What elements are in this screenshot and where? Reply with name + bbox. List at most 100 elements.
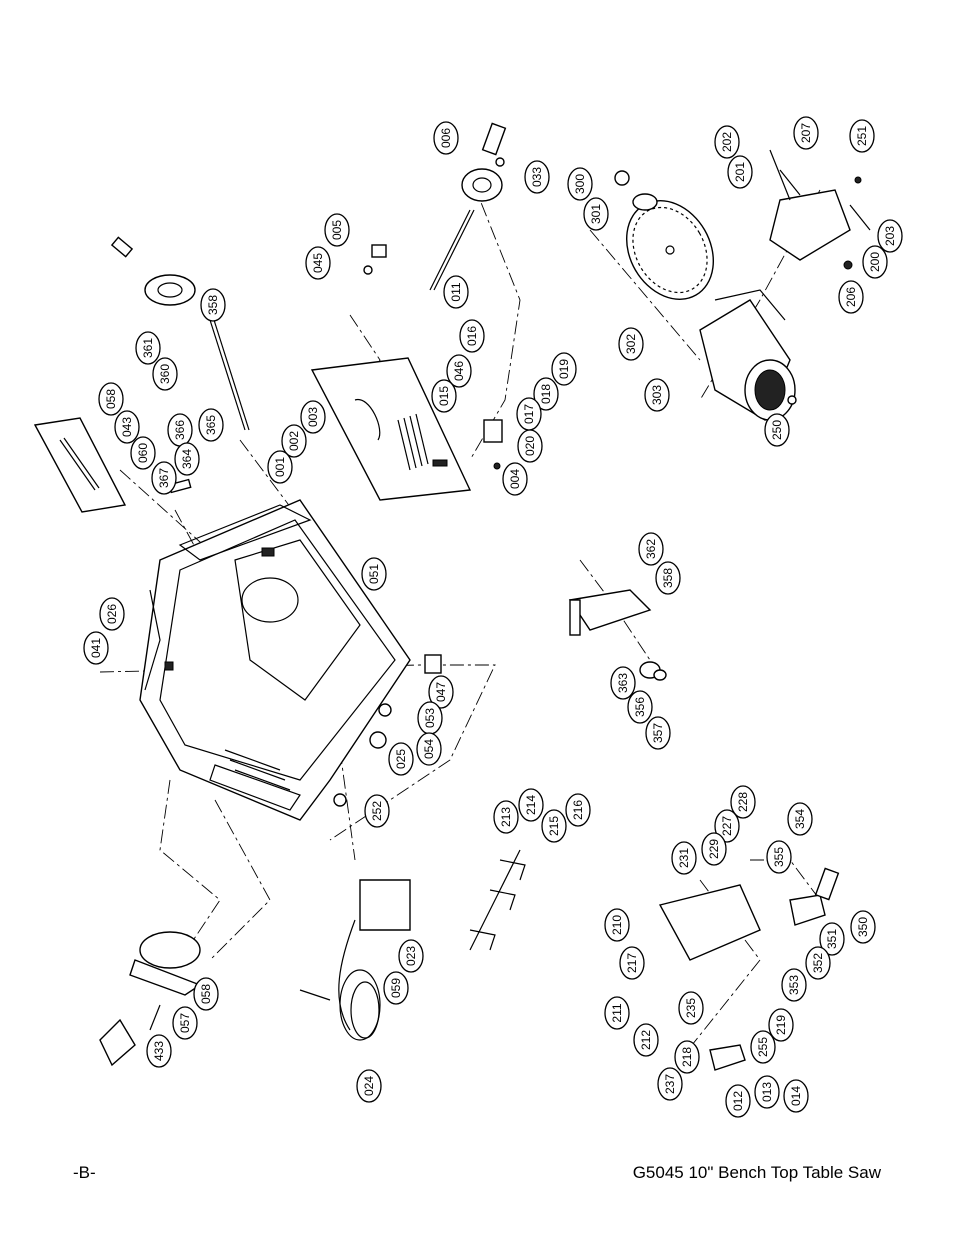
callout-356: 356	[627, 690, 653, 724]
callout-number: 215	[547, 816, 561, 836]
callout-circle	[551, 352, 577, 386]
callout-367: 367	[151, 461, 177, 495]
callout-number: 251	[855, 126, 869, 146]
callout-number: 054	[422, 739, 436, 759]
pivot-bracket	[568, 589, 667, 681]
callout-number: 041	[89, 638, 103, 658]
callout-058: 058	[193, 977, 219, 1011]
callout-circle	[565, 793, 591, 827]
callout-362: 362	[638, 532, 664, 566]
callout-number: 058	[199, 984, 213, 1004]
callout-023: 023	[398, 939, 424, 973]
callout-019: 019	[551, 352, 577, 386]
callout-033: 033	[524, 160, 550, 194]
callout-218: 218	[674, 1040, 700, 1074]
callout-number: 013	[760, 1082, 774, 1102]
motor-mount-bracket	[769, 149, 871, 261]
callout-circle	[324, 213, 350, 247]
callout-number: 214	[524, 795, 538, 815]
callout-353: 353	[781, 968, 807, 1002]
callout-364: 364	[174, 442, 200, 476]
callout-number: 206	[844, 287, 858, 307]
callout-number: 207	[799, 123, 813, 143]
callout-number: 011	[449, 282, 463, 301]
callout-354: 354	[787, 802, 813, 836]
callout-015: 015	[431, 379, 457, 413]
callout-355: 355	[766, 840, 792, 874]
handwheel-assembly-right	[429, 122, 507, 291]
callout-006: 006	[433, 121, 459, 155]
callout-circle	[83, 631, 109, 665]
callout-number: 362	[644, 539, 658, 559]
callout-358: 358	[655, 561, 681, 595]
callout-circle	[604, 996, 630, 1030]
callout-number: 024	[362, 1076, 376, 1096]
callout-358: 358	[200, 288, 226, 322]
saw-cabinet-base	[139, 499, 411, 821]
callout-circle	[361, 557, 387, 591]
callout-number: 019	[557, 359, 571, 379]
callout-number: 058	[104, 389, 118, 409]
callout-circle	[152, 357, 178, 391]
callout-number: 350	[856, 917, 870, 937]
callout-014: 014	[783, 1079, 809, 1113]
callout-228: 228	[730, 785, 756, 819]
callout-circle	[99, 597, 125, 631]
callout-circle	[428, 675, 454, 709]
callout-number: 033	[530, 167, 544, 187]
callout-number: 303	[650, 385, 664, 405]
callout-214: 214	[518, 788, 544, 822]
callout-circle	[567, 167, 593, 201]
callout-number: 433	[152, 1041, 166, 1061]
callout-circle	[644, 378, 670, 412]
callout-circle	[305, 246, 331, 280]
callout-200: 200	[862, 245, 888, 279]
callout-number: 053	[423, 708, 437, 728]
callout-number: 202	[720, 132, 734, 152]
callout-number: 252	[370, 801, 384, 821]
callout-235: 235	[678, 991, 704, 1025]
callout-circle	[638, 532, 664, 566]
callout-213: 213	[493, 800, 519, 834]
callout-number: 360	[158, 364, 172, 384]
callout-215: 215	[541, 809, 567, 843]
callout-number: 366	[173, 420, 187, 440]
callout-433: 433	[146, 1034, 172, 1068]
callout-circle	[459, 319, 485, 353]
callout-number: 351	[825, 929, 839, 949]
switch-box	[299, 879, 411, 1041]
callout-352: 352	[805, 946, 831, 980]
callout-number: 025	[394, 749, 408, 769]
callout-number: 367	[157, 468, 171, 488]
callout-053: 053	[417, 701, 443, 735]
callout-number: 001	[273, 457, 287, 477]
callout-number: 363	[616, 673, 630, 693]
callout-004: 004	[502, 462, 528, 496]
callout-circle	[768, 1008, 794, 1042]
callout-206: 206	[838, 280, 864, 314]
callout-circle	[356, 1069, 382, 1103]
callout-number: 235	[684, 998, 698, 1018]
callout-number: 358	[661, 568, 675, 588]
callout-circle	[645, 716, 671, 750]
callout-number: 060	[136, 443, 150, 463]
small-fittings	[168, 157, 862, 807]
callout-237: 237	[657, 1067, 683, 1101]
callout-017: 017	[516, 397, 542, 431]
callout-circle	[135, 331, 161, 365]
callout-211: 211	[604, 996, 630, 1030]
callout-circle	[725, 1084, 751, 1118]
callout-303: 303	[644, 378, 670, 412]
callout-circle	[198, 408, 224, 442]
callout-013: 013	[754, 1075, 780, 1109]
callout-circle	[174, 442, 200, 476]
dust-port	[99, 931, 202, 1067]
callout-circle	[714, 809, 740, 843]
callout-circle	[300, 400, 326, 434]
callout-number: 020	[523, 436, 537, 456]
callout-002: 002	[281, 424, 307, 458]
callout-circle	[678, 991, 704, 1025]
callout-number: 026	[105, 604, 119, 624]
callout-number: 301	[589, 204, 603, 224]
